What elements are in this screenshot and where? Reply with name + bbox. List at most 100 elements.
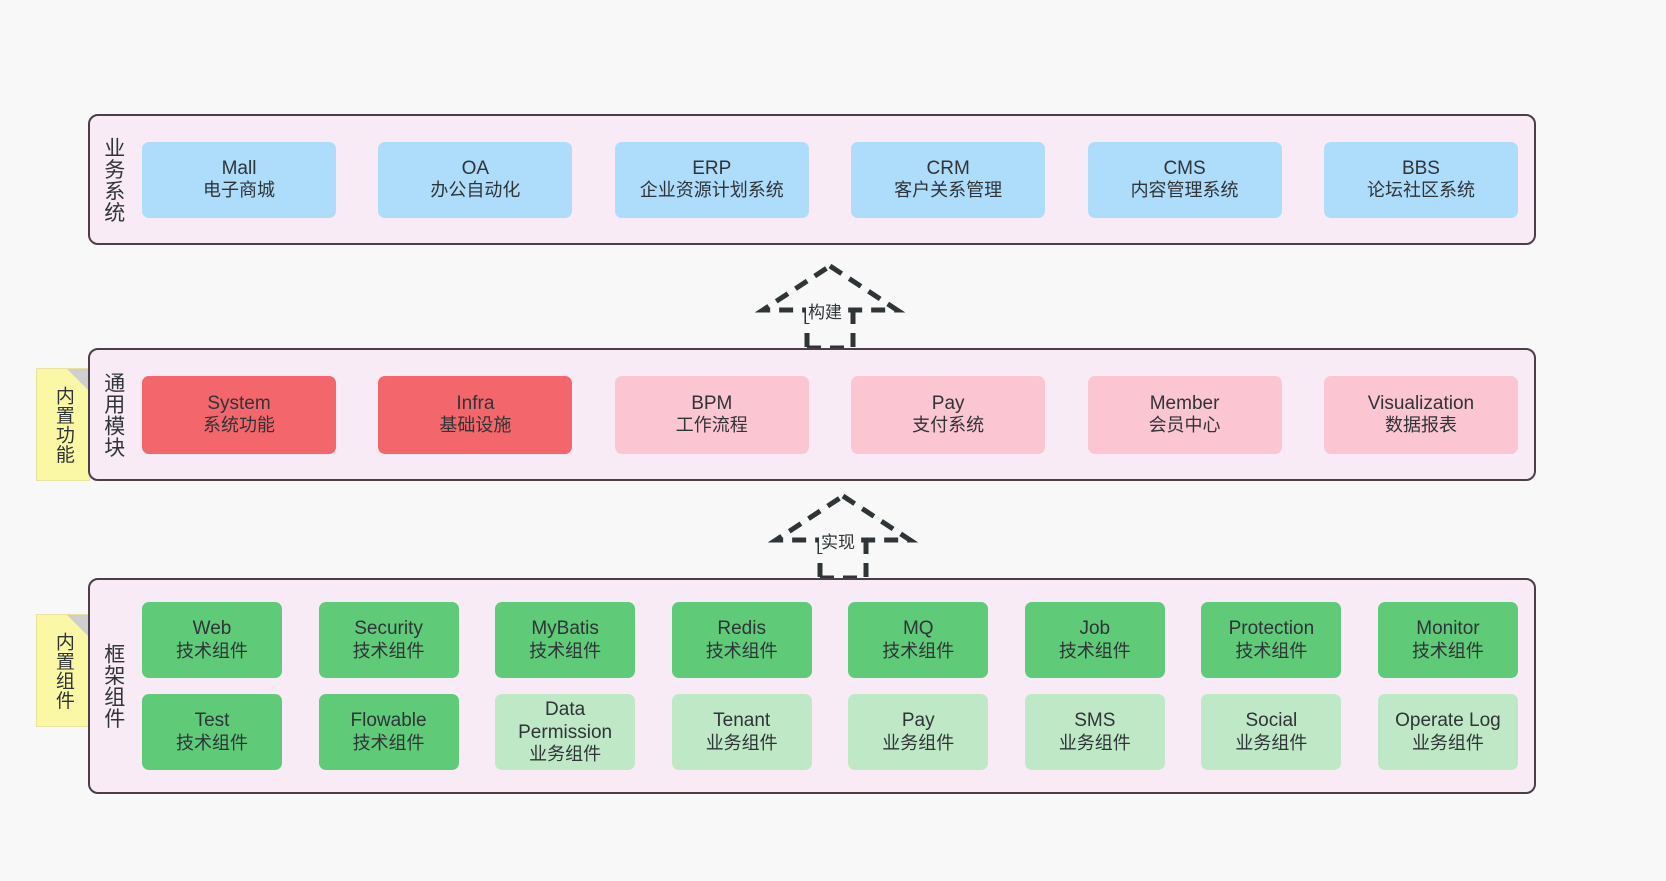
layer-business-system: 业务系统 Mall 电子商城 OA 办公自动化 ERP 企业资源计划系统 CRM… bbox=[88, 114, 1536, 245]
card-data-permission-en: Data Permission bbox=[518, 698, 613, 744]
connector-build: 构建 bbox=[754, 260, 906, 351]
card-sms-en: SMS bbox=[1074, 710, 1116, 732]
card-tenant-en: Tenant bbox=[713, 710, 771, 732]
framework-row-technical: Web 技术组件 Security 技术组件 MyBatis 技术组件 Redi… bbox=[142, 602, 1518, 678]
card-protection-en: Protection bbox=[1228, 618, 1315, 640]
card-mall[interactable]: Mall 电子商城 bbox=[142, 141, 336, 218]
card-job-en: Job bbox=[1079, 618, 1111, 640]
card-oa-cn: 办公自动化 bbox=[430, 180, 521, 201]
card-bbs-cn: 论坛社区系统 bbox=[1366, 180, 1475, 201]
card-mybatis-cn: 技术组件 bbox=[529, 640, 602, 661]
card-pay-module[interactable]: Pay 支付系统 bbox=[851, 375, 1046, 454]
card-web-en: Web bbox=[192, 618, 232, 640]
card-sms[interactable]: SMS 业务组件 bbox=[1024, 694, 1165, 770]
card-erp-cn: 企业资源计划系统 bbox=[639, 180, 784, 201]
card-mq-en: MQ bbox=[902, 618, 934, 640]
note-builtin-features: 内置功能 bbox=[36, 368, 90, 481]
card-monitor-en: Monitor bbox=[1416, 618, 1480, 640]
card-operate-log-cn: 业务组件 bbox=[1411, 732, 1484, 753]
card-redis-en: Redis bbox=[717, 618, 766, 640]
card-system-cn: 系统功能 bbox=[203, 415, 275, 436]
card-flowable-cn: 技术组件 bbox=[352, 732, 425, 753]
card-infra[interactable]: Infra 基础设施 bbox=[378, 375, 573, 454]
layer-business-system-cards: Mall 电子商城 OA 办公自动化 ERP 企业资源计划系统 CRM 客户关系… bbox=[136, 116, 1534, 243]
card-operate-log[interactable]: Operate Log 业务组件 bbox=[1377, 694, 1518, 770]
card-mybatis-en: MyBatis bbox=[531, 618, 599, 640]
layer-framework-component-title: 框架组件 bbox=[101, 643, 125, 729]
layer-common-module-cards: System 系统功能 Infra 基础设施 BPM 工作流程 Pay 支付系统… bbox=[136, 350, 1534, 479]
card-redis[interactable]: Redis 技术组件 bbox=[671, 602, 812, 678]
card-cms-en: CMS bbox=[1163, 157, 1206, 179]
card-security-cn: 技术组件 bbox=[352, 640, 425, 661]
card-flowable-en: Flowable bbox=[350, 710, 427, 732]
card-data-permission-cn: 业务组件 bbox=[529, 744, 602, 765]
card-mq-cn: 技术组件 bbox=[882, 640, 955, 661]
card-pay-component[interactable]: Pay 业务组件 bbox=[848, 694, 989, 770]
card-mall-cn: 电子商城 bbox=[203, 180, 275, 201]
card-bbs-en: BBS bbox=[1401, 157, 1440, 179]
layer-common-module: 通用模块 System 系统功能 Infra 基础设施 BPM 工作流程 Pay… bbox=[88, 348, 1536, 481]
card-social-cn: 业务组件 bbox=[1235, 732, 1308, 753]
card-system-en: System bbox=[207, 392, 271, 414]
card-pay-component-cn: 业务组件 bbox=[882, 732, 955, 753]
card-data-permission[interactable]: Data Permission 业务组件 bbox=[495, 694, 636, 770]
card-flowable[interactable]: Flowable 技术组件 bbox=[318, 694, 459, 770]
card-mybatis[interactable]: MyBatis 技术组件 bbox=[495, 602, 636, 678]
framework-row-business: Test 技术组件 Flowable 技术组件 Data Permission … bbox=[142, 694, 1518, 770]
card-member-en: Member bbox=[1149, 392, 1220, 414]
card-oa[interactable]: OA 办公自动化 bbox=[378, 141, 573, 218]
card-job[interactable]: Job 技术组件 bbox=[1024, 602, 1165, 678]
card-mall-en: Mall bbox=[221, 157, 257, 179]
card-member-cn: 会员中心 bbox=[1148, 415, 1221, 436]
card-bpm-cn: 工作流程 bbox=[675, 415, 748, 436]
card-web[interactable]: Web 技术组件 bbox=[142, 602, 282, 678]
card-infra-cn: 基础设施 bbox=[439, 415, 512, 436]
card-monitor-cn: 技术组件 bbox=[1411, 640, 1484, 661]
card-test[interactable]: Test 技术组件 bbox=[142, 694, 282, 770]
card-social-en: Social bbox=[1245, 710, 1298, 732]
card-tenant-cn: 业务组件 bbox=[705, 732, 778, 753]
card-test-en: Test bbox=[194, 710, 230, 732]
card-protection[interactable]: Protection 技术组件 bbox=[1201, 602, 1342, 678]
card-mq[interactable]: MQ 技术组件 bbox=[848, 602, 989, 678]
connector-build-label: 构建 bbox=[806, 298, 844, 323]
card-crm-cn: 客户关系管理 bbox=[894, 180, 1003, 201]
card-visualization-en: Visualization bbox=[1367, 392, 1475, 414]
layer-framework-component-cards: Web 技术组件 Security 技术组件 MyBatis 技术组件 Redi… bbox=[136, 580, 1534, 792]
card-cms-cn: 内容管理系统 bbox=[1130, 180, 1239, 201]
card-crm-en: CRM bbox=[926, 157, 970, 179]
card-erp[interactable]: ERP 企业资源计划系统 bbox=[614, 141, 809, 218]
layer-framework-component: 框架组件 Web 技术组件 Security 技术组件 MyBatis 技术组件… bbox=[88, 578, 1536, 794]
note-builtin-features-label: 内置功能 bbox=[52, 385, 74, 464]
card-system[interactable]: System 系统功能 bbox=[142, 375, 336, 454]
card-job-cn: 技术组件 bbox=[1058, 640, 1131, 661]
note-fold-corner-icon bbox=[67, 615, 89, 637]
card-redis-cn: 技术组件 bbox=[705, 640, 778, 661]
card-pay-module-cn: 支付系统 bbox=[912, 415, 985, 436]
layer-common-module-title: 通用模块 bbox=[101, 371, 125, 458]
card-security[interactable]: Security 技术组件 bbox=[318, 602, 459, 678]
card-erp-en: ERP bbox=[692, 157, 732, 179]
card-pay-component-en: Pay bbox=[901, 710, 935, 732]
card-crm[interactable]: CRM 客户关系管理 bbox=[851, 141, 1046, 218]
card-bbs[interactable]: BBS 论坛社区系统 bbox=[1323, 141, 1518, 218]
card-protection-cn: 技术组件 bbox=[1235, 640, 1308, 661]
card-bpm-en: BPM bbox=[691, 392, 733, 414]
card-tenant[interactable]: Tenant 业务组件 bbox=[671, 694, 812, 770]
card-test-cn: 技术组件 bbox=[176, 732, 248, 753]
card-infra-en: Infra bbox=[456, 392, 495, 414]
card-visualization-cn: 数据报表 bbox=[1384, 415, 1457, 436]
card-web-cn: 技术组件 bbox=[176, 640, 248, 661]
card-bpm[interactable]: BPM 工作流程 bbox=[614, 375, 809, 454]
connector-implement-label: 实现 bbox=[819, 528, 857, 553]
note-fold-corner-icon bbox=[67, 369, 89, 391]
card-social[interactable]: Social 业务组件 bbox=[1201, 694, 1342, 770]
card-cms[interactable]: CMS 内容管理系统 bbox=[1087, 141, 1282, 218]
card-oa-en: OA bbox=[461, 157, 490, 179]
layer-business-system-title: 业务系统 bbox=[101, 136, 125, 223]
card-member[interactable]: Member 会员中心 bbox=[1087, 375, 1282, 454]
card-operate-log-en: Operate Log bbox=[1395, 710, 1501, 732]
card-monitor[interactable]: Monitor 技术组件 bbox=[1377, 602, 1518, 678]
card-visualization[interactable]: Visualization 数据报表 bbox=[1323, 375, 1518, 454]
